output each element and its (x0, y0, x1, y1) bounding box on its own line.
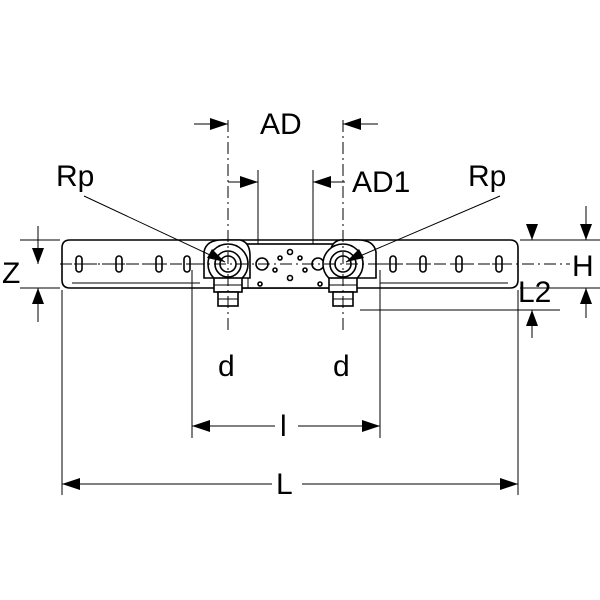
pipe-diameter-labels: d d (218, 350, 350, 383)
label-l2: L2 (518, 276, 551, 309)
label-ad: AD (260, 108, 302, 141)
dimension-z: Z (2, 226, 44, 322)
label-z: Z (2, 257, 20, 290)
dimension-l-small: l (192, 410, 380, 443)
dimension-l2: L2 (518, 224, 551, 338)
label-rp-left: Rp (56, 160, 94, 193)
label-d-right: d (333, 350, 350, 383)
right-elbow-fitting (322, 239, 377, 307)
dimension-h: H (572, 206, 594, 318)
left-elbow-fitting (203, 239, 251, 307)
label-rp-right: Rp (468, 160, 506, 193)
label-l-total: L (276, 468, 293, 501)
right-rail-slots (380, 255, 508, 284)
label-ad1: AD1 (352, 166, 410, 199)
extension-lines (20, 170, 600, 495)
dimension-ad1: AD1 (228, 166, 410, 199)
center-lines (60, 120, 570, 330)
rp-leaders: Rp Rp (56, 160, 506, 263)
dimension-l-total: L (62, 468, 518, 501)
left-rail-slots (72, 255, 200, 284)
label-d-left: d (218, 350, 235, 383)
label-h: H (572, 250, 594, 283)
label-l-small: l (280, 410, 287, 443)
dimension-ad: AD (194, 108, 378, 141)
